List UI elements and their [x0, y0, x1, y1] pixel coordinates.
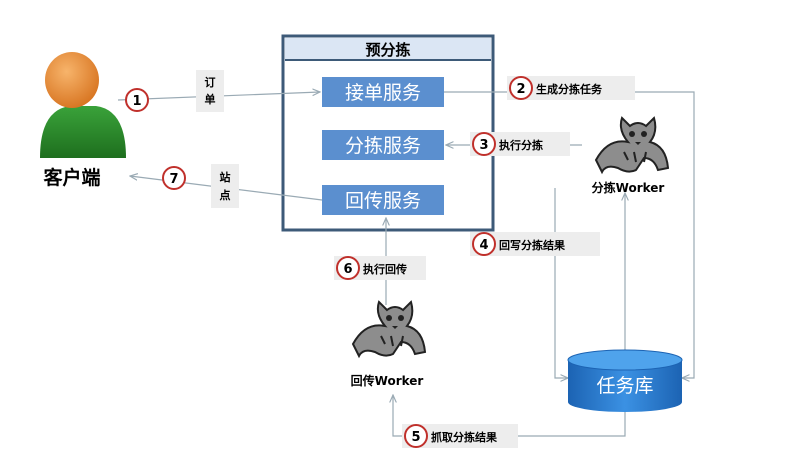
step-number: 1 [132, 94, 141, 109]
edge-label-line: 订 [205, 75, 216, 89]
edge-5-label: 5 抓取分拣结果 [402, 424, 518, 448]
step-2-marker [509, 76, 533, 100]
edge-label-line: 单 [205, 92, 216, 106]
sort-worker-label: 分拣Worker [592, 180, 665, 195]
callback-worker-label: 回传Worker [351, 373, 424, 388]
step-3-marker [472, 132, 496, 156]
step-number: 4 [479, 238, 488, 253]
edge-3-label: 3 执行分拣 [470, 132, 570, 156]
step-number: 5 [411, 430, 420, 445]
task-db-label: 任务库 [596, 375, 653, 397]
edge-label-text: 生成分拣任务 [536, 82, 603, 96]
step-number: 3 [479, 138, 488, 153]
step-number: 6 [343, 262, 352, 277]
edge-label-line: 站 [220, 170, 231, 184]
step-7-marker [162, 166, 186, 190]
service-sorting: 分拣服务 [322, 130, 444, 160]
edge-label-text: 执行回传 [363, 262, 407, 276]
edge-label-text: 回写分拣结果 [499, 238, 565, 252]
service-label: 分拣服务 [345, 135, 421, 157]
database-icon [567, 349, 683, 412]
step-1-marker [125, 88, 149, 112]
client-label: 客户端 [43, 166, 100, 189]
step-6-marker [336, 256, 360, 280]
task-db-node: 任务库 [567, 349, 683, 412]
service-label: 回传服务 [345, 190, 421, 212]
tomcat-cat-icon [351, 300, 427, 359]
step-number: 7 [169, 172, 178, 187]
edge-2-label: 2 生成分拣任务 [507, 76, 635, 100]
edge-label-text: 执行分拣 [499, 138, 543, 152]
client-node: 客户端 [40, 52, 126, 189]
service-callback: 回传服务 [322, 185, 444, 215]
step-5-marker [404, 424, 428, 448]
edge-1-label: 订 单 1 [125, 70, 224, 112]
step-number: 2 [516, 82, 525, 97]
edge-label-line: 点 [220, 188, 231, 202]
service-order-intake: 接单服务 [322, 77, 444, 107]
edge-label-text: 抓取分拣结果 [431, 430, 497, 444]
edge-7-label: 站 点 7 [162, 164, 239, 208]
person-icon [40, 52, 126, 158]
step-4-marker [472, 232, 496, 256]
presort-title: 预分拣 [365, 41, 410, 59]
edge-6-label: 6 执行回传 [334, 256, 426, 280]
sort-worker-node: 分拣Worker [592, 116, 670, 195]
tomcat-cat-icon [594, 116, 670, 175]
callback-worker-node: 回传Worker [351, 300, 427, 388]
edge-4-label: 4 回写分拣结果 [470, 232, 600, 256]
edge-4-line [554, 188, 568, 378]
service-label: 接单服务 [345, 82, 421, 104]
